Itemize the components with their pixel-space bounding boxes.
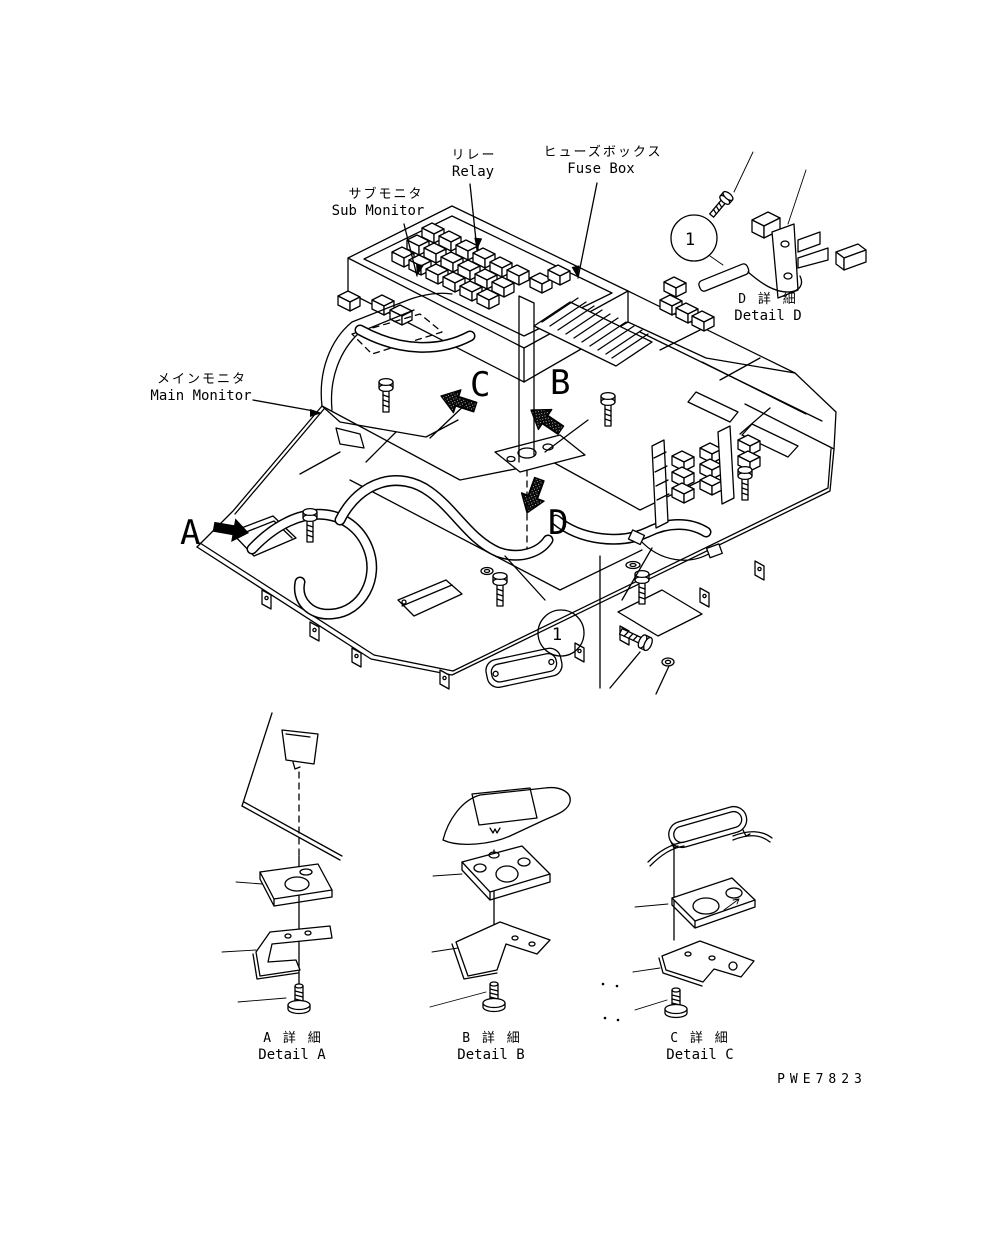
label-main-monitor-en: Main Monitor [150,388,252,404]
right-connector-columns [652,426,761,528]
detail-c-drawing [633,804,772,1019]
view-letter-a: A [180,513,200,553]
label-detail-c-jp: C 詳 細 [670,1031,730,1046]
rear-enclosure [628,291,836,457]
fuse-box-block [534,276,715,366]
detail-a-drawing [222,713,342,1015]
view-arrow-b [523,399,569,441]
label-sub-monitor-en: Sub Monitor [331,203,425,219]
part-callout-balloon-floor[interactable]: 1 [538,610,584,656]
detail-d-drawing [698,152,866,298]
part-callout-balloon-d[interactable]: 1 [671,215,723,265]
detail-b-drawing [430,788,620,1022]
callout-number[interactable]: 1 [685,230,695,250]
callout-number[interactable]: 1 [552,625,562,645]
label-detail-b-en: Detail B [457,1047,525,1063]
support-pole [519,296,534,556]
label-relay-en: Relay [451,164,495,180]
label-fuse-box-en: Fuse Box [567,161,635,177]
label-main-monitor-jp: メインモニタ [156,372,248,387]
main-view-bolts [302,377,753,666]
label-detail-d-en: Detail D [734,308,802,324]
view-arrow-a [212,518,249,543]
label-relay-jp: リレー [451,148,497,163]
view-arrow-d [515,474,552,518]
label-detail-a-en: Detail A [258,1047,326,1063]
view-letter-d: D [548,503,568,543]
label-detail-d-jp: D 詳 細 [738,292,798,307]
drawing-code: PWE7823 [777,1072,867,1087]
view-direction-markers: C B D A [180,363,570,553]
label-arrowheads [310,237,580,417]
view-letter-c: C [470,365,490,405]
label-detail-b-jp: B 詳 細 [462,1031,522,1046]
view-letter-b: B [550,363,570,403]
label-fuse-box-jp: ヒューズボックス [543,145,663,160]
relay-bank [337,222,571,326]
label-sub-monitor-jp: サブモニタ [348,187,424,202]
label-detail-a-jp: A 詳 細 [263,1031,323,1046]
label-detail-c-en: Detail C [666,1047,734,1063]
wiring-harness [252,330,722,614]
main-assembly: C B D A [180,183,836,694]
